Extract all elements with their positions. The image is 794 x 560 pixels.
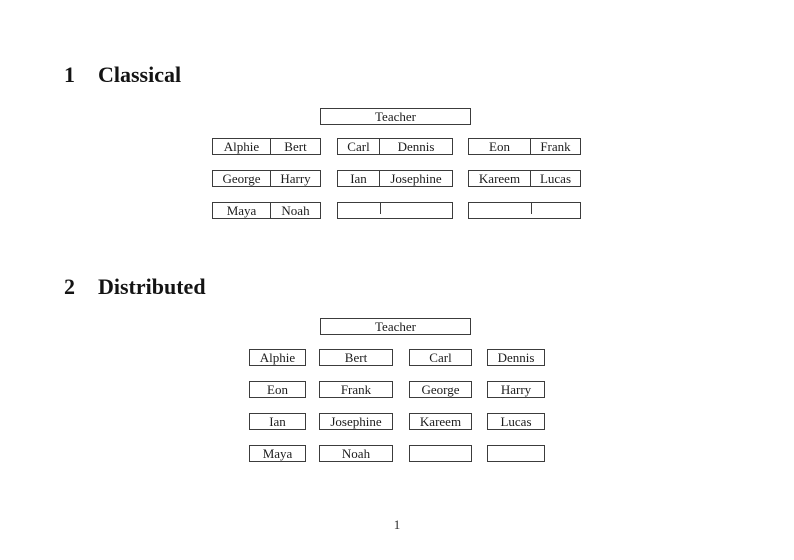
desk-1seat: Ian [249,413,306,430]
seat-name: Bert [284,139,307,154]
seat-name: Noah [281,203,310,218]
desk-1seat-empty [409,445,472,462]
section-number: 2 [64,274,75,299]
desk-2seat: Ian Josephine [337,170,453,187]
seat-empty [338,203,381,218]
seat-name: Alphie [259,350,296,365]
section-number: 1 [64,62,75,87]
teacher-label: Teacher [375,319,416,334]
desk-1seat: Eon [249,381,306,398]
desk-1seat: Harry [487,381,545,398]
seat-name: George [213,171,271,186]
desk-1seat: Bert [319,349,393,366]
desk-1seat: Maya [249,445,306,462]
seat-name: Carl [429,350,452,365]
seat-name: Eon [267,382,288,397]
section-title: Classical [98,62,182,87]
desk-2seat: George Harry [212,170,321,187]
seat-name: Maya [213,203,271,218]
seat-name: Josephine [330,414,382,429]
seat-name: Josephine [390,171,442,186]
desk-1seat: Frank [319,381,393,398]
desk-2seat-empty [337,202,453,219]
desk-2seat: Eon Frank [468,138,581,155]
section-heading-classical: 1 Classical [64,64,181,86]
seat-empty [469,203,532,218]
seat-name: Alphie [213,139,271,154]
seat-name: Noah [341,446,371,461]
teacher-box: Teacher [320,108,471,125]
seat-name: Lucas [539,171,572,186]
desk-2seat-empty [468,202,581,219]
teacher-label: Teacher [375,109,416,124]
desk-1seat-empty [487,445,545,462]
seat-name: Ian [269,414,286,429]
seat-name: Bert [344,350,368,365]
desk-1seat: Dennis [487,349,545,366]
seat-name: Dennis [497,350,535,365]
seat-empty [380,203,452,218]
desk-1seat: Carl [409,349,472,366]
desk-1seat: Kareem [409,413,472,430]
desk-1seat: George [409,381,472,398]
seat-name: Ian [338,171,380,186]
desk-2seat: Maya Noah [212,202,321,219]
desk-1seat: Lucas [487,413,545,430]
teacher-box: Teacher [320,318,471,335]
seat-name: George [421,382,460,397]
seat-name: Harry [280,171,311,186]
desk-2seat: Kareem Lucas [468,170,581,187]
desk-2seat: Alphie Bert [212,138,321,155]
seat-name: Kareem [419,414,462,429]
seat-name: Dennis [397,139,435,154]
seat-name: Carl [338,139,380,154]
desk-1seat: Alphie [249,349,306,366]
seat-name: Maya [262,446,293,461]
seat-name: Harry [500,382,532,397]
seat-empty [531,203,580,218]
page-number: 1 [393,517,401,532]
section-title: Distributed [98,274,206,299]
seat-name: Kareem [469,171,531,186]
desk-1seat: Josephine [319,413,393,430]
seat-name: Eon [469,139,531,154]
seat-name: Lucas [500,414,532,429]
desk-1seat: Noah [319,445,393,462]
desk-2seat: Carl Dennis [337,138,453,155]
section-heading-distributed: 2 Distributed [64,276,206,298]
seat-name: Frank [340,382,372,397]
seat-name: Frank [540,139,571,154]
